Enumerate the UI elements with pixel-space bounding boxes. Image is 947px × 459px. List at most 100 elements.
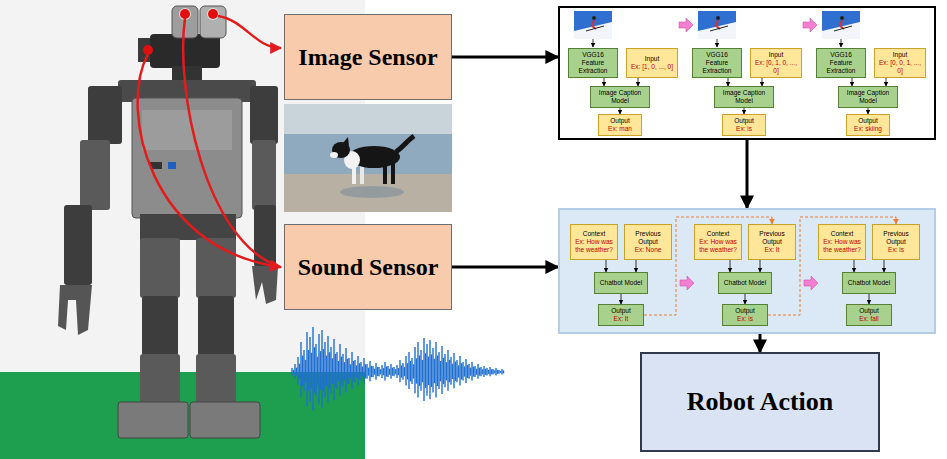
caption-panel: VGG16 Feature ExtractionInputEx: [1, 0, … [558, 6, 936, 140]
wave-stroke [395, 369, 396, 374]
wave-stroke [311, 353, 312, 389]
wave-stroke [461, 363, 462, 379]
wave-stroke [317, 357, 318, 385]
wave-stroke [360, 362, 361, 381]
data-box: OutputEx: skiing [846, 114, 890, 136]
dog-photo [284, 104, 452, 212]
flow-arrow [869, 294, 870, 304]
example-text: Ex: fall [859, 315, 879, 323]
data-box: InputEx: [0, 1, 0, ..., 0] [750, 48, 802, 78]
node-label: Previous Output [875, 230, 917, 246]
wave-stroke [381, 365, 382, 378]
wave-stroke [435, 342, 436, 398]
wave-stroke [299, 364, 300, 379]
node-label: Image Caption Model [841, 89, 895, 105]
sequence-arrow [679, 18, 693, 32]
robot-gripper [252, 266, 278, 304]
wave-stroke [365, 364, 366, 378]
wave-stroke [345, 348, 346, 392]
example-text: Ex: It [765, 246, 780, 254]
wave-stroke [501, 369, 502, 375]
wave-stroke [459, 356, 460, 386]
wave-stroke [315, 344, 316, 396]
flow-arrow [745, 294, 746, 304]
wave-stroke [312, 327, 313, 410]
wave-stroke [314, 347, 315, 393]
wave-stroke [455, 362, 456, 381]
wave-stroke [416, 358, 417, 383]
flow-arrow [746, 140, 749, 208]
flow-arrow [854, 260, 855, 272]
flow-arrow [636, 260, 637, 272]
skier-thumbnail [574, 11, 612, 39]
flow-arrow [452, 266, 558, 269]
wave-stroke [450, 357, 451, 385]
node-label: Chatbot Model [724, 279, 766, 287]
wave-stroke [498, 370, 499, 374]
wave-stroke [356, 365, 357, 377]
wave-stroke [458, 365, 459, 377]
wave-stroke [426, 344, 427, 396]
example-text: Ex: is [888, 246, 904, 254]
wave-stroke [306, 332, 307, 406]
data-box: ContextEx: How was the weather? [570, 224, 618, 260]
wave-stroke [488, 370, 489, 374]
wave-stroke [323, 349, 324, 392]
model-box: Chatbot Model [594, 272, 648, 294]
dog-tail [396, 136, 414, 152]
flow-arrow [621, 294, 622, 304]
thumb-arrow [717, 39, 718, 47]
photo-haze [284, 104, 452, 134]
robot-foot [190, 402, 260, 438]
flow-arrow [760, 260, 761, 272]
wave-stroke [351, 352, 352, 389]
thumb-arrow [841, 39, 842, 47]
node-label: Chatbot Model [600, 279, 642, 287]
wave-stroke [294, 364, 295, 379]
example-text: Ex: is [736, 125, 752, 133]
flow-arrow [728, 78, 729, 86]
node-label: Context [583, 230, 605, 238]
wave-stroke [291, 368, 292, 375]
flow-arrow [604, 78, 605, 86]
wave-stroke [464, 367, 465, 377]
wave-stroke [494, 370, 495, 373]
wave-stroke [375, 363, 376, 380]
torso-panel [142, 110, 232, 150]
wave-stroke [419, 356, 420, 387]
node-label: Output [734, 117, 754, 125]
wave-stroke [384, 362, 385, 381]
wave-stroke [302, 356, 303, 387]
dog-muzzle [330, 152, 338, 158]
wave-stroke [401, 365, 402, 377]
robot-leg [196, 238, 236, 298]
model-box: Image Caption Model [714, 86, 774, 108]
robot-leg [140, 238, 180, 298]
wave-stroke [348, 358, 349, 384]
wave-stroke [305, 360, 306, 382]
node-label: Input [769, 51, 783, 59]
sequence-arrow [680, 276, 694, 290]
wave-stroke [353, 361, 354, 381]
data-box: InputEx: [1, 0, ..., 0] [626, 48, 678, 78]
wave-stroke [404, 367, 405, 376]
wave-stroke [336, 352, 337, 389]
example-text: Ex: How was the weather? [821, 238, 863, 254]
wave-stroke [485, 369, 486, 375]
wave-stroke [489, 367, 490, 376]
data-box: InputEx: [0, 0, 1, ..., 0] [874, 48, 926, 78]
wave-stroke [473, 367, 474, 377]
wave-stroke [468, 364, 469, 379]
wave-stroke [408, 352, 409, 389]
sensor-box: Image Sensor [284, 14, 452, 100]
example-text: Ex: How was the weather? [573, 238, 615, 254]
data-box: OutputEx: man [598, 114, 642, 136]
wave-stroke [437, 356, 438, 387]
sensor-dot [143, 45, 153, 55]
wave-stroke [377, 367, 378, 376]
photo-sky [284, 104, 452, 212]
wave-stroke [503, 370, 504, 373]
flow-arrow [852, 78, 853, 86]
sensor-dot [208, 9, 218, 19]
node-label: Sound Sensor [298, 254, 439, 281]
